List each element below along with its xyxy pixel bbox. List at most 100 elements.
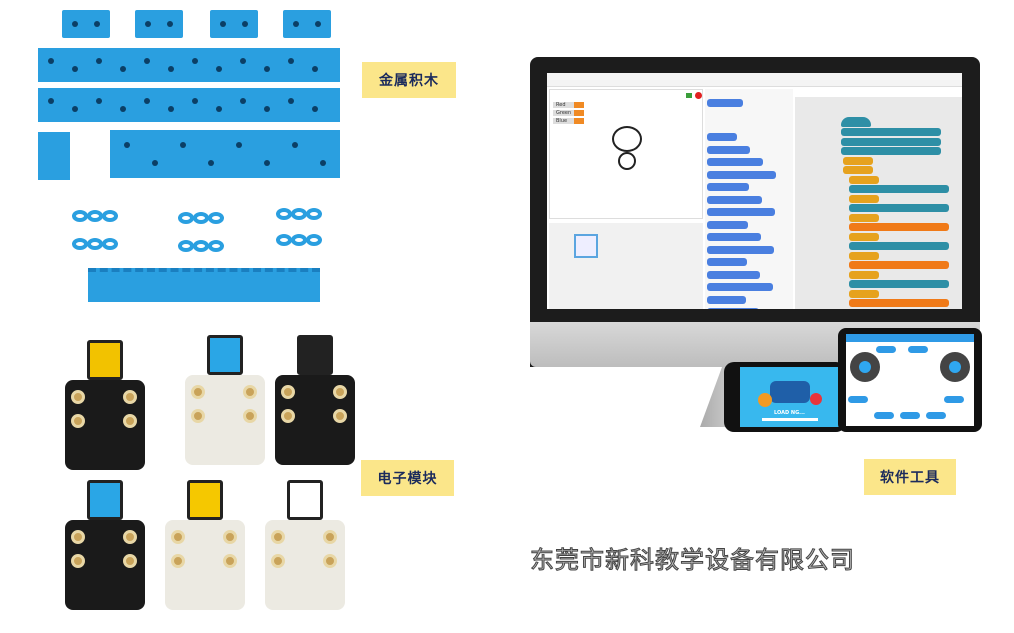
hole <box>292 142 298 148</box>
link-ring <box>208 240 224 252</box>
metal-cube <box>135 10 183 38</box>
code-block <box>707 145 750 154</box>
stop-icon[interactable] <box>695 92 702 99</box>
hole <box>312 66 318 72</box>
pad <box>243 409 257 423</box>
hole <box>144 98 150 104</box>
pad <box>123 554 137 568</box>
hole <box>264 106 270 112</box>
code-block <box>707 133 737 141</box>
hole <box>144 58 150 64</box>
hole <box>168 66 174 72</box>
script-block <box>849 289 879 298</box>
gear-rack <box>88 268 320 302</box>
link-ring <box>306 208 322 220</box>
script-block <box>849 223 949 231</box>
hole <box>220 21 226 27</box>
hole <box>168 106 174 112</box>
green-flag-icon[interactable] <box>686 93 692 98</box>
electronic-modules-photo <box>55 330 355 617</box>
joystick-right[interactable] <box>940 352 970 382</box>
loading-text: LOAD NG... <box>774 410 805 416</box>
pad <box>333 385 347 399</box>
hole <box>120 66 126 72</box>
panda-body <box>618 152 636 170</box>
pad <box>243 385 257 399</box>
hole <box>152 160 158 166</box>
metal-cube <box>210 10 258 38</box>
blocks-palette <box>705 89 793 309</box>
link-ring <box>72 238 88 250</box>
electronic-module <box>265 520 345 610</box>
stage: Red Green Blue <box>549 89 703 219</box>
link-ring <box>291 208 307 220</box>
link-ring <box>178 240 194 252</box>
tablet-topbar <box>846 334 974 342</box>
sprite-thumbnail[interactable] <box>574 234 598 258</box>
pad <box>123 390 137 404</box>
script-block <box>849 204 949 212</box>
hole <box>208 160 214 166</box>
hole <box>48 58 54 64</box>
control-button <box>944 396 964 403</box>
title-bar <box>547 73 962 87</box>
metal-beam <box>38 48 340 82</box>
hole <box>72 106 78 112</box>
link-ring <box>87 238 103 250</box>
pad <box>71 530 85 544</box>
script-block <box>849 232 879 241</box>
tablet-screen <box>846 334 974 426</box>
electronic-module <box>165 520 245 610</box>
hole <box>145 21 151 27</box>
hole <box>240 58 246 64</box>
hole <box>236 142 242 148</box>
pad <box>281 409 295 423</box>
code-block <box>707 258 747 266</box>
hole <box>242 21 248 27</box>
link-ring <box>208 212 224 224</box>
hole <box>96 58 102 64</box>
script-block <box>843 166 873 174</box>
code-block <box>707 233 761 241</box>
electronic-module <box>65 380 145 470</box>
var-red: Red <box>553 102 585 108</box>
pad <box>171 530 185 544</box>
company-name: 东莞市新科教学设备有限公司 <box>530 546 855 575</box>
hole <box>167 21 173 27</box>
hole <box>96 98 102 104</box>
script-block <box>849 242 949 250</box>
link-ring <box>193 240 209 252</box>
link-ring <box>306 234 322 246</box>
script-block <box>849 213 879 222</box>
module-connector <box>87 480 123 520</box>
metal-beam <box>38 88 340 122</box>
gear-red <box>810 393 822 405</box>
script-block <box>849 280 949 288</box>
pad <box>223 554 237 568</box>
sprite-panel <box>549 223 703 309</box>
metal-parts-photo <box>38 0 340 302</box>
pad <box>171 554 185 568</box>
module-connector <box>297 335 333 375</box>
pad <box>323 530 337 544</box>
link-ring <box>276 208 292 220</box>
link-ring <box>178 212 194 224</box>
code-block <box>707 308 759 309</box>
code-block <box>707 195 762 204</box>
control-button <box>874 412 894 419</box>
hat-block <box>841 117 871 127</box>
phone-screen: LOAD NG... <box>740 367 840 427</box>
robot-illustration <box>770 381 810 403</box>
code-block <box>707 183 749 191</box>
gear-orange <box>758 393 772 407</box>
link-ring <box>193 212 209 224</box>
hole <box>120 106 126 112</box>
joystick-left[interactable] <box>850 352 880 382</box>
link-ring <box>87 210 103 222</box>
var-green: Green <box>553 110 585 116</box>
metal-block <box>38 132 70 180</box>
script-block <box>841 128 941 136</box>
code-block <box>707 220 748 229</box>
link-ring <box>276 234 292 246</box>
pad <box>123 414 137 428</box>
